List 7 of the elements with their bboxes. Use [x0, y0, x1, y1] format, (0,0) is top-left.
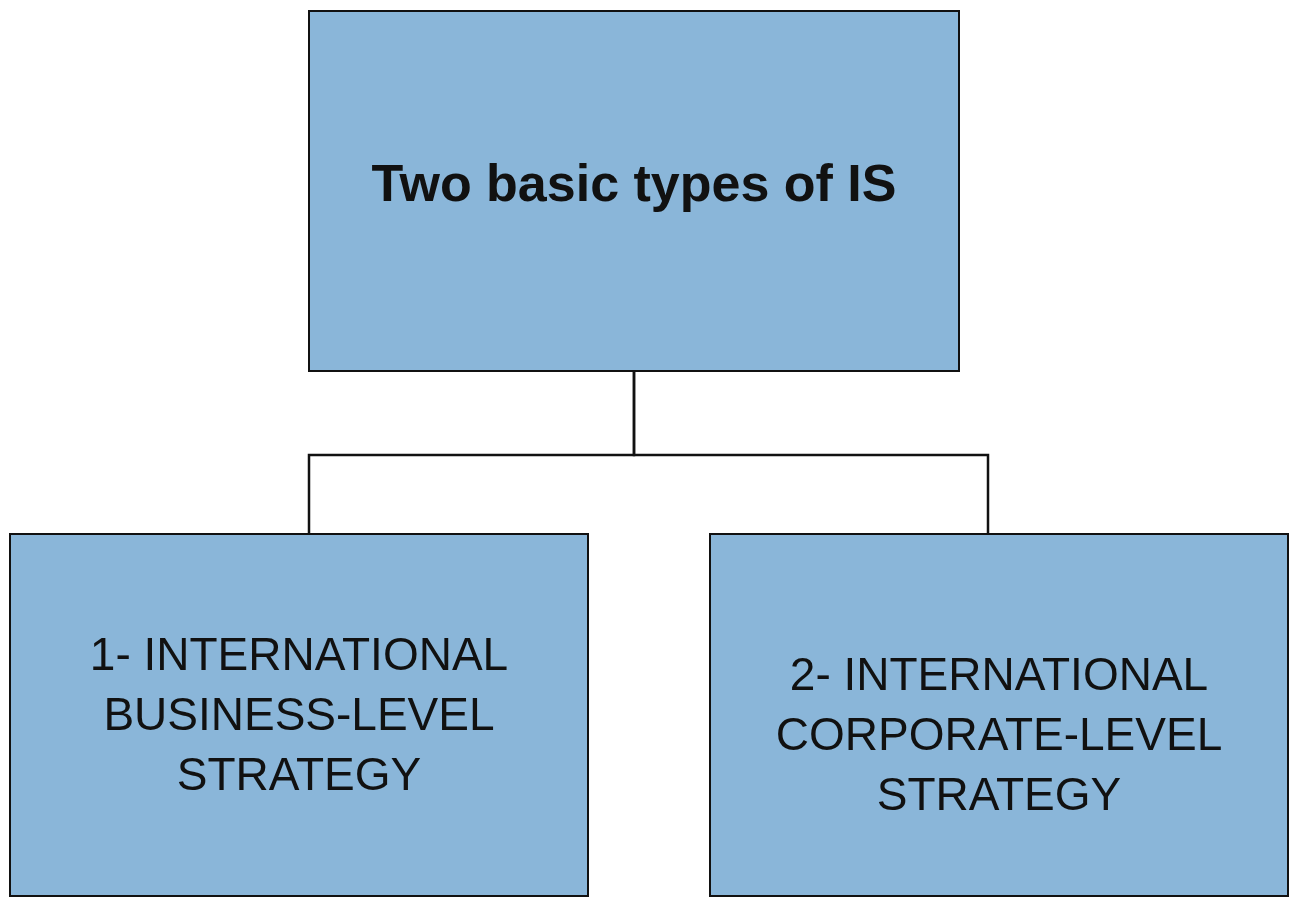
- connector-line: [632, 371, 990, 534]
- process-box: [9, 533, 589, 897]
- process-box: [308, 10, 960, 372]
- box-label: 2- INTERNATIONAL CORPORATE-LEVEL STRATEGY: [774, 647, 1224, 822]
- box-label: 1- INTERNATIONAL BUSINESS-LEVEL STRATEGY: [88, 627, 510, 802]
- process-box: [709, 533, 1289, 897]
- box-heading: Two basic types of IS: [371, 153, 897, 215]
